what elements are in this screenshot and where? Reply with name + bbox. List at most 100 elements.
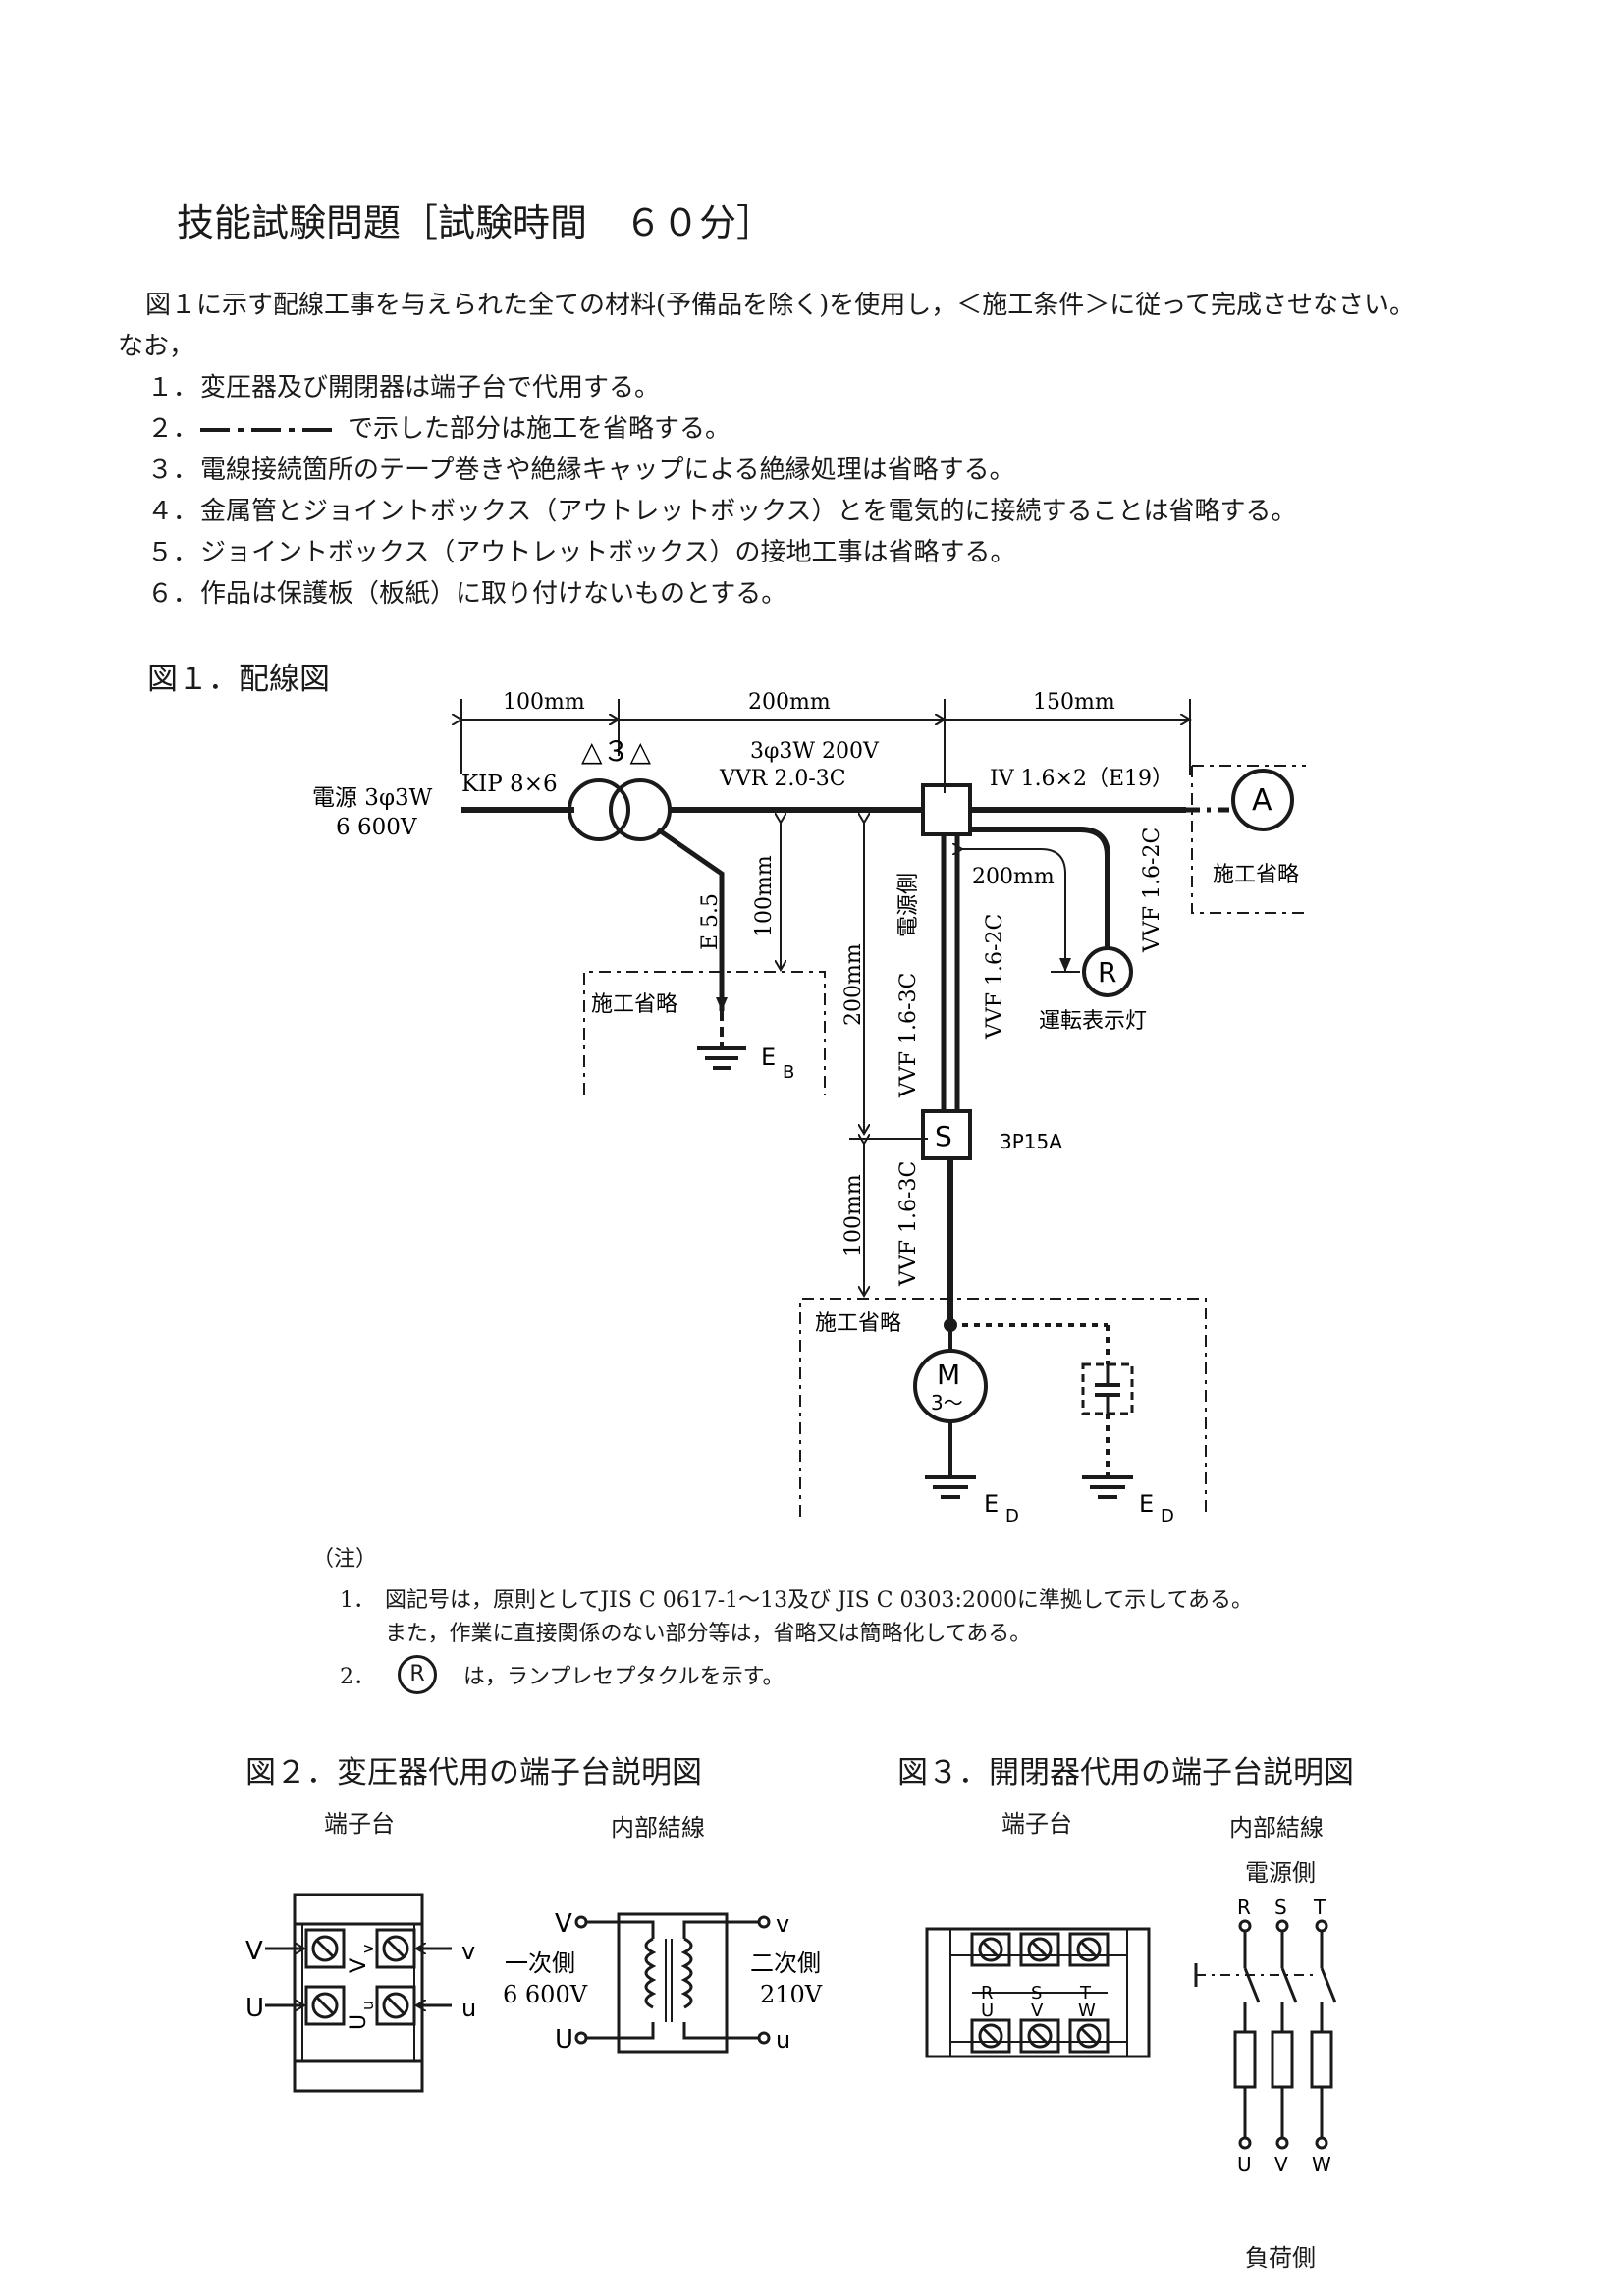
fig3-T-block: T	[1079, 1983, 1092, 2003]
lamp-label: 運転表示灯	[1039, 1009, 1147, 1034]
remark-1-line1: 図記号は，原則としてJIS C 0617-1～13及び JIS C 0303:2…	[385, 1588, 1253, 1613]
iv-label: IV 1.6×2（E19）	[990, 767, 1173, 791]
note-5: ５．ジョイントボックス（アウトレットボックス）の接地工事は省略する。	[147, 532, 1015, 568]
intro-line-1: 図１に示す配線工事を与えられた全ての材料(予備品を除く)を使用し，＜施工条件＞に…	[145, 291, 1415, 320]
fig2-terminal-label: 端子台	[324, 1810, 395, 1838]
fig3-load-side: 負荷側	[1245, 2244, 1316, 2271]
note-text: 変圧器及び開閉器は端子台で代用する。	[200, 373, 661, 402]
fig3-T-wiring: T	[1313, 1896, 1326, 1919]
omit-label-motor: 施工省略	[815, 1311, 901, 1336]
fig1-title: 図１．配線図	[147, 662, 330, 697]
fig2-secondary-v: 210V	[760, 1981, 823, 2008]
note-4: ４．金属管とジョイントボックス（アウトレットボックス）とを電気的に接続することは…	[147, 491, 1296, 527]
vvf-mid-label: VVF 1.6-2C	[983, 914, 1007, 1040]
breaker-label: 3P15A	[1000, 1130, 1062, 1153]
omit-label-eb: 施工省略	[591, 992, 677, 1017]
note-6: ６．作品は保護板（板紙）に取り付けないものとする。	[147, 573, 786, 610]
secondary-label-1: 3φ3W 200V	[750, 739, 880, 764]
fig2-primary: 一次側	[505, 1949, 575, 1977]
eb-label: E	[761, 1043, 776, 1071]
note-num: ６．	[147, 579, 199, 609]
page-title: 技能試験問題［試験時間 ６０分］	[177, 201, 775, 244]
source-side-label: 電源側	[896, 873, 921, 937]
fig2-Vv-sub: v	[358, 1945, 377, 1953]
motor-symbol: M	[937, 1359, 960, 1391]
fig2-v-right: v	[461, 1938, 475, 1965]
dim-100mm-vertical: 100mm	[752, 855, 777, 937]
note-num: ２．	[147, 414, 199, 444]
fig3-W-block: W	[1078, 2001, 1096, 2021]
note-num: ３．	[147, 455, 199, 485]
fig2-secondary: 二次側	[750, 1949, 821, 1977]
fig3-R-wiring: R	[1237, 1896, 1251, 1919]
fig3-R-block: R	[981, 1983, 994, 2003]
fig3-U-wiring: U	[1237, 2153, 1252, 2176]
note-text: 電線接続箇所のテープ巻きや絶縁キャップによる絶縁処理は省略する。	[200, 455, 1015, 485]
receptacle-icon: R	[398, 1655, 437, 1694]
fig3-S-block: S	[1031, 1983, 1042, 2003]
fig2-wiring-label: 内部結線	[611, 1814, 705, 1842]
fig2-Uu-label: U	[347, 2014, 371, 2030]
fig2-u-right: u	[461, 1995, 476, 2022]
fig3-W-wiring: W	[1312, 2153, 1331, 2176]
note-2: ２． で示した部分は施工を省略する。	[147, 408, 731, 445]
note-num: ４．	[147, 497, 199, 526]
note-text: ジョイントボックス（アウトレットボックス）の接地工事は省略する。	[200, 538, 1016, 567]
remark-2-num: 2．	[340, 1665, 375, 1689]
note-text: 金属管とジョイントボックス（アウトレットボックス）とを電気的に接続することは省略…	[200, 497, 1297, 526]
fig2-Uu-sub: u	[358, 2001, 377, 2010]
remarks-head: （注）	[312, 1547, 378, 1572]
fig3-title: 図３．開閉器代用の端子台説明図	[897, 1755, 1354, 1790]
dim-200mm: 200mm	[748, 690, 831, 715]
fig3-V-wiring: V	[1274, 2153, 1288, 2176]
note-3: ３．電線接続箇所のテープ巻きや絶縁キャップによる絶縁処理は省略する。	[147, 450, 1015, 486]
motor-sub: 3〜	[931, 1391, 963, 1415]
ed1-sub: D	[1005, 1506, 1019, 1526]
secondary-label-2: VVR 2.0-3C	[719, 767, 846, 791]
fig2-V-wiring: V	[555, 1909, 572, 1939]
fig3-S-wiring: S	[1274, 1896, 1287, 1919]
e55-label: E 5.5	[698, 893, 723, 950]
kip-label: KIP 8×6	[461, 772, 558, 797]
vvf-right-label: VVF 1.6-2C	[1140, 828, 1164, 953]
note-num: １．	[147, 373, 199, 402]
fig2-primary-v: 6 600V	[503, 1981, 588, 2008]
ed1-label: E	[984, 1490, 999, 1518]
vvf-left-label: VVF 1.6-3C	[896, 973, 921, 1098]
receptacle-symbol: R	[1098, 956, 1116, 988]
fig3-terminal-label: 端子台	[1001, 1810, 1072, 1838]
remark-1-line2: また，作業に直接関係のない部分等は，省略又は簡略化してある。	[385, 1622, 1032, 1646]
fig3-U-block: U	[981, 2001, 994, 2021]
ed2-label: E	[1139, 1490, 1154, 1518]
power-label-1: 電源 3φ3W	[312, 785, 433, 811]
note-1: １．変圧器及び開閉器は端子台で代用する。	[147, 367, 660, 403]
fig3-V-block: V	[1031, 2001, 1044, 2021]
switch-symbol: S	[935, 1120, 952, 1152]
power-label-2: 6 600V	[336, 815, 417, 840]
dim-200mm-vertical: 200mm	[841, 943, 866, 1026]
note-text: で示した部分は施工を省略する。	[348, 414, 731, 444]
fig3-source-side: 電源側	[1245, 1859, 1316, 1887]
ammeter-symbol: A	[1252, 783, 1272, 818]
dim-150mm: 150mm	[1033, 690, 1115, 715]
remark-2-text: は，ランプレセプタクルを示す。	[463, 1665, 785, 1689]
vvf-low-label: VVF 1.6-3C	[896, 1161, 921, 1287]
dim-100mm: 100mm	[503, 690, 585, 715]
fig2-Vv-label: V	[347, 1958, 371, 1973]
fig2-U-wiring: U	[555, 2025, 573, 2055]
omit-label-a: 施工省略	[1213, 863, 1299, 887]
eb-sub: B	[783, 1062, 794, 1083]
fig2-u-wiring: u	[776, 2026, 790, 2054]
intro-line-2: なお，	[118, 332, 195, 361]
note-text: 作品は保護板（板紙）に取り付けないものとする。	[200, 579, 787, 609]
fig2-U-left: U	[245, 1994, 264, 2023]
remark-1-num: 1．	[340, 1588, 375, 1613]
transformer-mark: △３△	[581, 735, 652, 768]
dash-dot-line-symbol	[200, 428, 338, 432]
note-num: ５．	[147, 538, 199, 567]
fig2-title: 図２．変圧器代用の端子台説明図	[245, 1755, 702, 1790]
dim-200mm-lamp: 200mm	[972, 865, 1055, 889]
